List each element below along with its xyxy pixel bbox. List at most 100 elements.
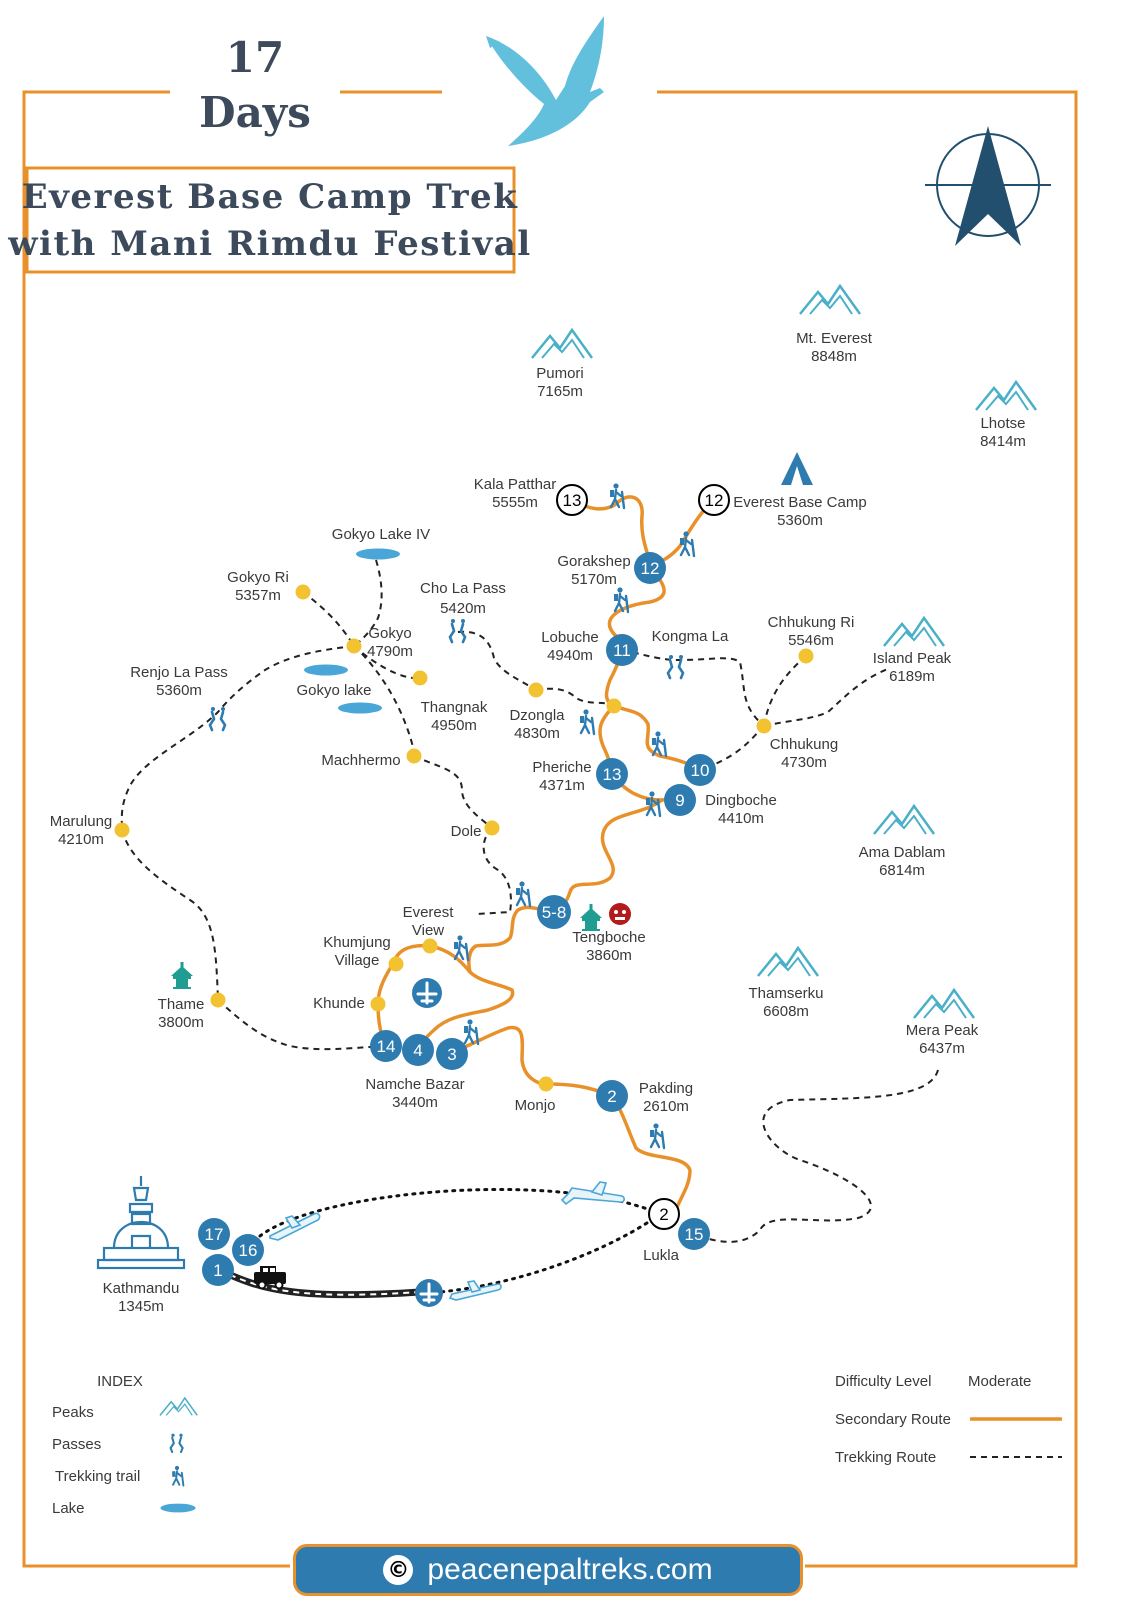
- label-machhermo: Machhermo: [321, 752, 400, 769]
- day-marker-text: 5-8: [542, 903, 567, 922]
- hiker-icon: [650, 730, 668, 758]
- label-everest-view-2: View: [412, 922, 444, 939]
- pass-icon: [666, 653, 685, 680]
- label-namche-alt: 3440m: [392, 1094, 438, 1111]
- label-chhukung-ri: Chhukung Ri: [768, 614, 855, 631]
- peak-icon: [872, 804, 936, 836]
- label-ebc: Everest Base Camp: [733, 494, 866, 511]
- index-peaks-label: Peaks: [52, 1404, 94, 1421]
- hiker-icon: [171, 1464, 185, 1487]
- hiker-icon: [514, 880, 532, 908]
- peak-icon: [756, 946, 820, 978]
- hiker-icon: [678, 530, 696, 558]
- day-marker-text: 15: [685, 1225, 704, 1244]
- label-gorakshep-alt: 5170m: [571, 571, 617, 588]
- airport-icon: [412, 978, 442, 1008]
- label-dzongla-alt: 4830m: [514, 725, 560, 742]
- label-cho-la: Cho La Pass: [420, 580, 506, 597]
- legend-secondary-label: Secondary Route: [835, 1411, 951, 1428]
- plane-icon: [448, 1280, 502, 1301]
- peak-island-name: Island Peak: [873, 650, 952, 667]
- peak-everest-alt: 8848m: [811, 348, 857, 365]
- day-marker-text: 11: [613, 641, 631, 660]
- festival-mask-icon: [609, 903, 631, 925]
- label-gokyo-alt: 4790m: [367, 643, 413, 660]
- peak-thamserku-alt: 6608m: [763, 1003, 809, 1020]
- label-kala-patthar-alt: 5555m: [492, 494, 538, 511]
- label-khunde: Khunde: [313, 995, 365, 1012]
- plane-icon: [560, 1181, 625, 1206]
- label-gokyo-lake: Gokyo lake: [296, 682, 371, 699]
- kathmandu-stupa-icon: [96, 1176, 186, 1270]
- monastery-icon: [171, 962, 193, 989]
- label-khumjung-2: Village: [335, 952, 380, 969]
- label-thangnak-alt: 4950m: [431, 717, 477, 734]
- label-lukla: Lukla: [643, 1247, 680, 1264]
- label-lobuche-alt: 4940m: [547, 647, 593, 664]
- label-chhukung-ri-alt: 5546m: [788, 632, 834, 649]
- tent-icon: [781, 452, 813, 485]
- lake-icon: [338, 702, 382, 714]
- title-box: [25, 166, 516, 274]
- day-marker-text: 9: [675, 791, 684, 810]
- label-thame: Thame: [158, 996, 205, 1013]
- day-marker-text: 2: [659, 1205, 668, 1224]
- day-marker-text: 10: [691, 761, 710, 780]
- road-route: [218, 1266, 421, 1299]
- website-link[interactable]: peacenepaltreks.com: [427, 1553, 713, 1586]
- label-monjo: Monjo: [515, 1097, 556, 1114]
- label-ebc-alt: 5360m: [777, 512, 823, 529]
- days-word: Days: [199, 88, 311, 137]
- copyright-icon: ©: [383, 1555, 414, 1585]
- legend-trekking-label: Trekking Route: [835, 1449, 936, 1466]
- label-kala-patthar: Kala Patthar: [474, 476, 557, 493]
- label-thangnak: Thangnak: [421, 699, 488, 716]
- label-gokyo-ri: Gokyo Ri: [227, 569, 289, 586]
- label-kathmandu-alt: 1345m: [118, 1298, 164, 1315]
- website-footer[interactable]: © peacenepaltreks.com: [293, 1544, 803, 1596]
- label-lobuche: Lobuche: [541, 629, 599, 646]
- label-dole: Dole: [451, 823, 482, 840]
- peak-amadablam-name: Ama Dablam: [859, 844, 946, 861]
- flight-route: [258, 1187, 662, 1296]
- label-pakding-alt: 2610m: [643, 1098, 689, 1115]
- day-marker-text: 14: [377, 1037, 396, 1056]
- label-pheriche: Pheriche: [532, 759, 591, 776]
- day-marker-text: 17: [205, 1225, 224, 1244]
- monastery-icon: [580, 904, 602, 931]
- legend-difficulty-label: Difficulty Level: [835, 1373, 931, 1390]
- peak-thamserku-name: Thamserku: [748, 985, 823, 1002]
- label-dingboche: Dingboche: [705, 792, 777, 809]
- label-gorakshep: Gorakshep: [557, 553, 630, 570]
- village-dots: [114, 584, 814, 1092]
- peak-icon: [798, 284, 862, 316]
- index-passes-label: Passes: [52, 1436, 101, 1453]
- day-marker-text: 4: [413, 1041, 422, 1060]
- label-renjo-la: Renjo La Pass: [130, 664, 228, 681]
- label-cho-la-alt: 5420m: [440, 600, 486, 617]
- peak-mera-alt: 6437m: [919, 1040, 965, 1057]
- pass-icon: [169, 1432, 184, 1454]
- label-everest-view-1: Everest: [403, 904, 455, 921]
- day-marker-text: 2: [607, 1087, 616, 1106]
- map-index: INDEX Peaks Passes Trekking trail Lake: [52, 1373, 198, 1517]
- compass-icon: [925, 126, 1051, 246]
- label-khumjung-1: Khumjung: [323, 934, 391, 951]
- label-dingboche-alt: 4410m: [718, 810, 764, 827]
- peak-lhotse-name: Lhotse: [980, 415, 1025, 432]
- hiker-icon: [452, 934, 470, 962]
- peak-icon: [974, 380, 1038, 412]
- bird-logo: [486, 16, 604, 146]
- label-gokyo-ri-alt: 5357m: [235, 587, 281, 604]
- peak-icon: [882, 616, 946, 648]
- peak-pumori-alt: 7165m: [537, 383, 583, 400]
- label-gokyo-lake-iv: Gokyo Lake IV: [332, 526, 430, 543]
- day-marker-text: 12: [641, 559, 660, 578]
- peak-mera-name: Mera Peak: [906, 1022, 979, 1039]
- label-marulung-alt: 4210m: [58, 831, 104, 848]
- hiker-icon: [608, 482, 626, 510]
- index-trail-label: Trekking trail: [55, 1468, 140, 1485]
- day-marker-text: 16: [239, 1241, 258, 1260]
- plane-icon: [269, 1212, 321, 1241]
- index-title: INDEX: [97, 1373, 143, 1390]
